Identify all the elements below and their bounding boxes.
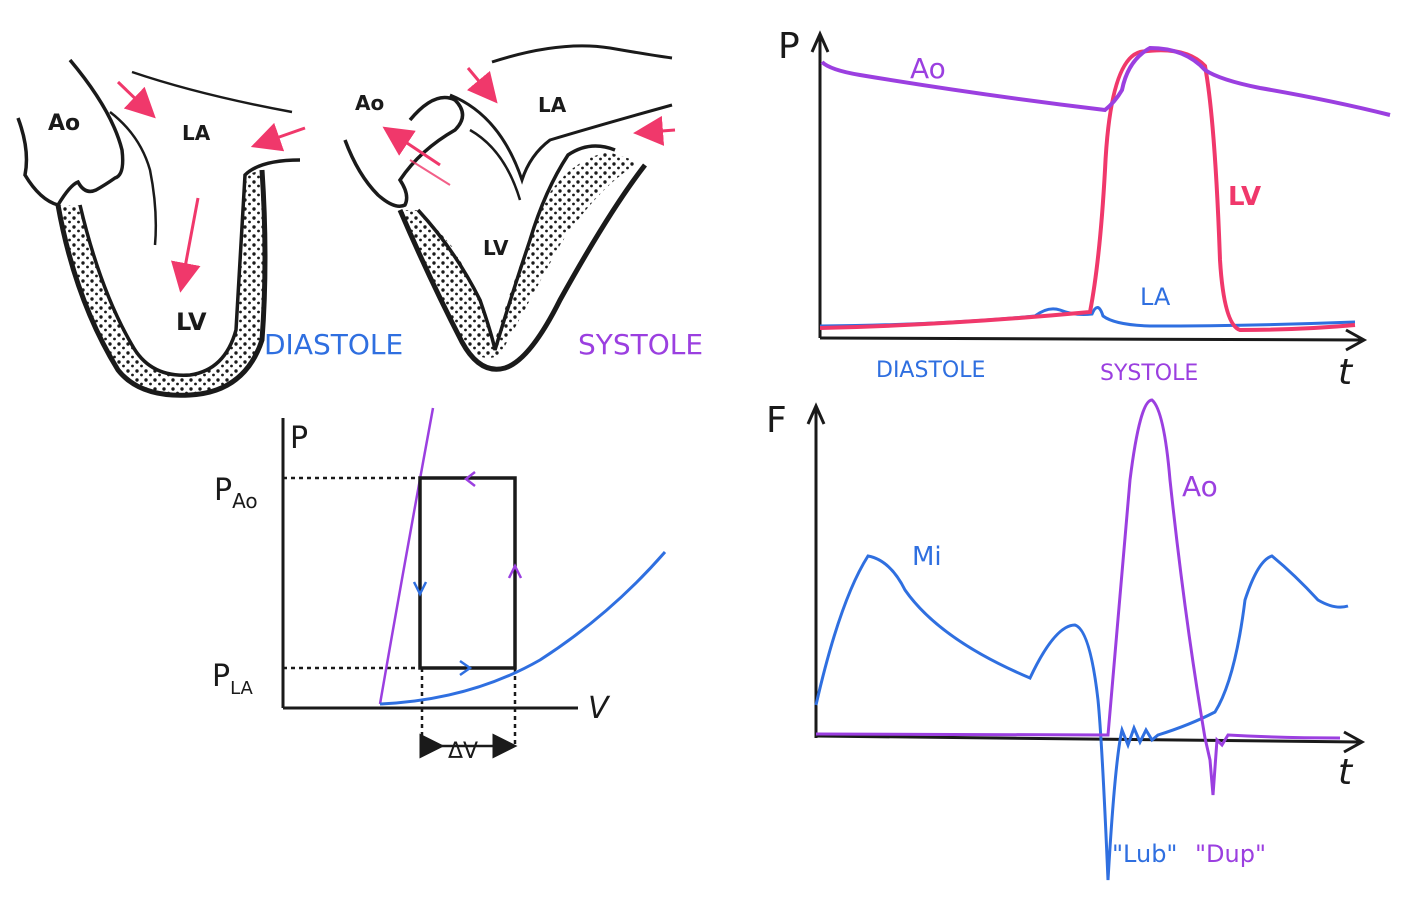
ao-label: Ao [355,91,384,115]
ao-label: Ao [48,111,80,136]
pt-y-arrowhead [810,30,830,53]
myocardium-dots [400,152,640,359]
delta-v-label: ΔV [448,739,478,764]
mitral-leaflet [469,128,522,201]
mitral-flow-curve [814,554,1349,881]
la-wall [131,70,293,114]
ao-pressure-curve [820,45,1391,117]
ft-y-axis-label: F [766,400,787,441]
aorta-outline [16,58,125,208]
la-label: LA [538,93,567,117]
pt-systole-label: SYSTOLE [1100,361,1198,386]
ft-y-arrowhead [806,402,826,425]
ejection-arrow-1 [382,126,441,167]
lv-wall-outer [397,163,647,372]
aortic-flow-curve [815,398,1341,796]
septum-line [109,111,158,246]
pt-y-axis-label: P [778,26,800,67]
heart-systole: Ao LA LV SYSTOLE [343,44,703,372]
loop-dir-bottom [459,659,473,677]
flow-arrow-2 [250,122,306,152]
pt-x-arrowhead [1345,328,1368,352]
pt-ao-label: Ao [910,52,946,85]
p-ao-main: P [214,473,232,508]
pt-x-axis-label: t [1338,352,1354,393]
p-ao-label: PAo [214,473,258,513]
aorta-outline [343,95,465,208]
loop-dir-top [463,471,476,487]
flow-time-plot: F t Mi Ao "Lub" "Dup" [766,398,1366,881]
pt-lv-label: LV [1228,182,1261,212]
systole-label: SYSTOLE [578,328,703,361]
pv-x-axis-label: V [588,691,611,726]
ejection-arrow-2 [409,159,451,186]
pv-loop-diagram: P V PAo PLA ΔV [212,407,667,764]
dup-label: "Dup" [1195,840,1266,868]
myocardium-dots [58,170,265,396]
p-la-label: PLA [212,659,254,699]
flow-arrow-1 [116,80,156,119]
pt-la-label: LA [1140,283,1171,311]
ft-x-axis-label: t [1338,752,1354,793]
la-wall-upper [491,44,673,64]
lv-wall-inner [416,144,616,351]
pt-diastole-label: DIASTOLE [876,358,985,383]
lub-label: "Lub" [1112,840,1177,868]
ft-ao-label: Ao [1182,470,1218,503]
pressure-time-plot: P t Ao LV LA DIASTOLE SYSTOLE [778,26,1391,393]
loop-dir-left [412,581,428,597]
ft-x-axis [815,734,1361,744]
loop-dir-right [507,563,523,579]
lv-label: LV [176,308,207,336]
lv-pressure-curve [819,48,1356,333]
ft-x-arrowhead [1343,730,1366,754]
edp-curve [379,551,667,706]
flow-arrow-2 [633,115,676,146]
diastole-label: DIASTOLE [264,328,403,361]
pv-y-axis-label: P [290,421,308,456]
lv-label: LV [483,236,509,260]
pt-x-axis [819,336,1363,342]
la-wall-lower [449,93,673,185]
pv-loop-rect [418,476,517,670]
p-la-main: P [212,659,230,694]
flow-arrow-1 [466,67,498,104]
p-ao-sub: Ao [232,489,258,513]
la-label: LA [182,121,211,145]
lv-wall-inner [78,158,301,377]
flow-arrow-3 [171,197,201,293]
p-la-sub: LA [230,678,253,699]
ft-mi-label: Mi [912,542,942,572]
esp-line [378,407,435,705]
heart-diastole: Ao LA LV DIASTOLE [16,58,403,398]
